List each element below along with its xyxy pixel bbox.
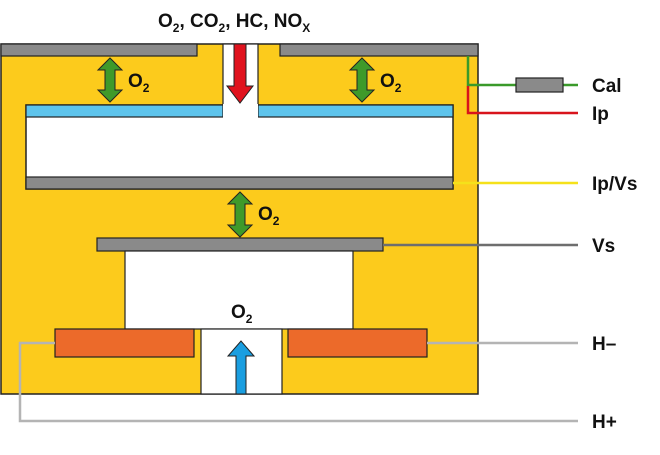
outer-electrode-left (0, 43, 198, 57)
heater-left (54, 328, 195, 358)
inlet-gap (223, 104, 258, 118)
terminal-label-vs: Vs (592, 236, 615, 257)
o2-pump-arrow-right-icon (348, 57, 376, 103)
o2-label-middle: O2 (258, 204, 280, 228)
diffusion-barrier-left (25, 104, 224, 118)
o2-label-upper-left: O2 (128, 71, 150, 95)
heater-right (287, 328, 428, 358)
inner-electrode (25, 176, 454, 190)
terminal-label-ipvs: Ip/Vs (592, 174, 637, 195)
terminal-label-hplus: H+ (592, 412, 617, 433)
gas-inlet-arrow-icon (225, 43, 255, 104)
terminal-label-cal: Cal (592, 76, 622, 97)
hplus-wire (18, 341, 578, 423)
diffusion-barrier-right (257, 104, 454, 118)
outer-electrode-right (279, 43, 479, 57)
terminal-label-hminus: H– (592, 334, 616, 355)
o2-label-reference: O2 (231, 302, 253, 326)
gas-species-title: O2, CO2, HC, NOX (158, 11, 310, 35)
reference-air-chamber (124, 250, 354, 330)
ip-wire (466, 86, 578, 115)
terminal-label-ip: Ip (592, 104, 609, 125)
o2-pump-arrow-middle-icon (226, 191, 254, 238)
reference-electrode (96, 237, 384, 252)
o2-pump-arrow-left-icon (96, 57, 124, 103)
calibration-resistor (515, 77, 564, 93)
o2-label-upper-right: O2 (380, 71, 402, 95)
air-inlet-arrow-icon (226, 340, 256, 395)
